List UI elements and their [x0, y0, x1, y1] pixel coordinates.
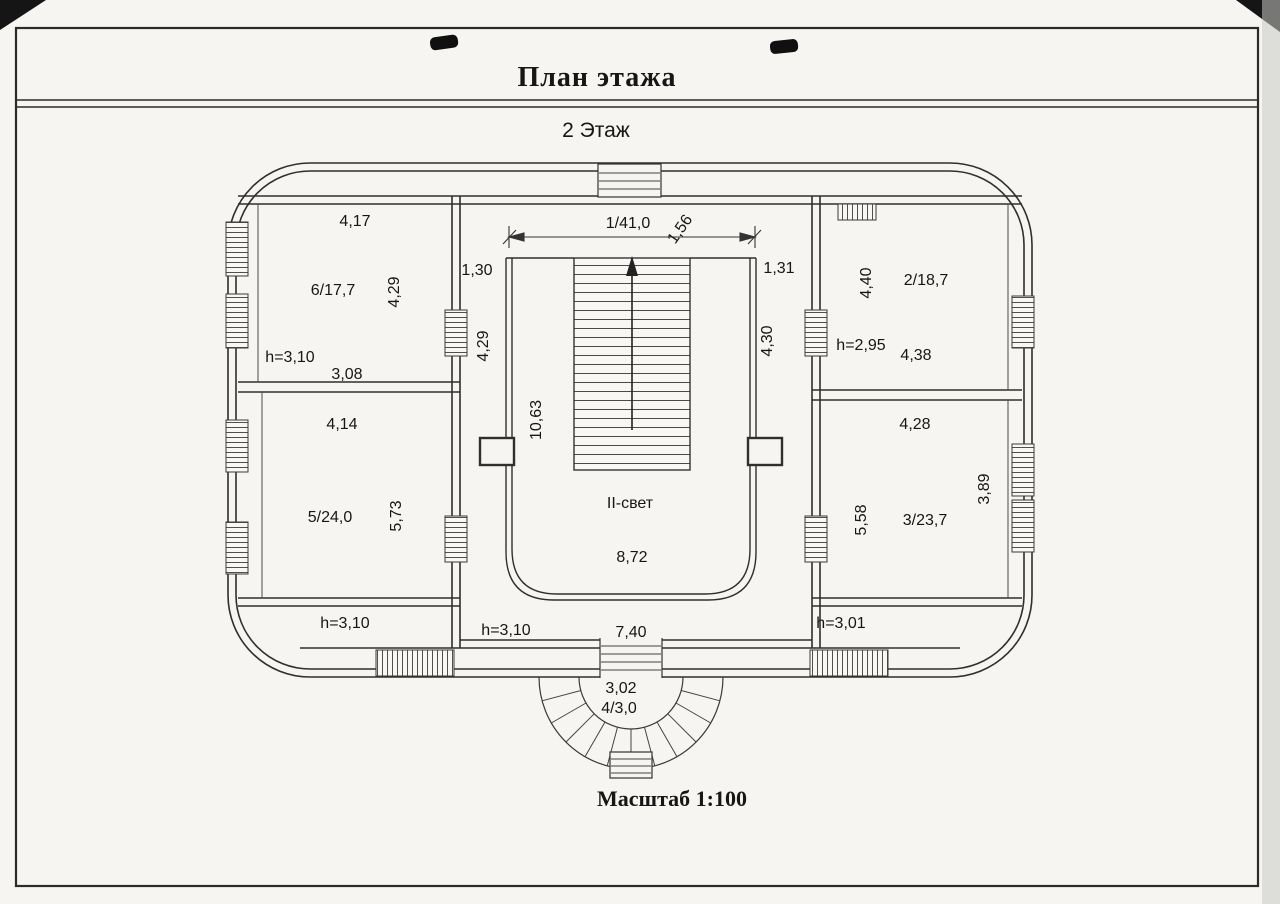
- floor-label: 2 Этаж: [562, 119, 630, 142]
- window: [1011, 443, 1035, 497]
- room6-ceiling-height: h=3,10: [265, 349, 314, 366]
- hall-dim-side-left: 4,29: [475, 330, 492, 361]
- hall-dim-width-bottom: 7,40: [615, 624, 646, 641]
- direction-arrow-head: [626, 256, 638, 276]
- top-landing: [597, 163, 662, 198]
- balcony-bottom-steps: [609, 751, 653, 779]
- room2-dim-bottom: 4,38: [900, 347, 931, 364]
- room5-dim-top: 4,14: [326, 416, 357, 433]
- sheet-frame: [14, 26, 1260, 888]
- balcony-number-area: 4/3,0: [601, 700, 637, 717]
- pillar-left: [478, 436, 516, 467]
- room3-number-area: 3/23,7: [903, 512, 948, 529]
- room3-ceiling-height: h=3,01: [816, 615, 865, 632]
- interior-opening: [444, 309, 468, 357]
- window: [225, 419, 249, 473]
- window: [225, 521, 249, 575]
- window: [1011, 295, 1035, 349]
- staircase: [573, 256, 691, 471]
- hall-dim-length: 10,63: [528, 400, 545, 440]
- room2-dim-left: 4,40: [858, 267, 875, 298]
- shaft-hatch: [837, 203, 877, 221]
- windows: [225, 203, 1035, 677]
- edge-shadow: [1262, 0, 1280, 904]
- window: [1011, 499, 1035, 553]
- bottom-opening-steps: [599, 638, 663, 678]
- room3-dim-top: 4,28: [899, 416, 930, 433]
- room3-dim-left: 5,58: [853, 504, 870, 535]
- french-window: [809, 649, 889, 677]
- hall-number-area: 1/41,0: [606, 215, 651, 232]
- interior-opening: [804, 309, 828, 357]
- window: [225, 293, 249, 349]
- interior-opening: [804, 515, 828, 563]
- room5-ceiling-height: h=3,10: [320, 615, 369, 632]
- scale-label: Масштаб 1:100: [597, 786, 747, 811]
- hall-ceiling-height: h=3,10: [481, 622, 530, 639]
- stairwell-railing: [478, 257, 784, 601]
- hall-dim-width-mid: 8,72: [616, 549, 647, 566]
- hall-dim-gap-left: 1,30: [461, 262, 492, 279]
- french-window: [375, 649, 455, 677]
- room5-number-area: 5/24,0: [308, 509, 353, 526]
- room2-ceiling-height: h=2,95: [836, 337, 885, 354]
- room2-number-area: 2/18,7: [904, 272, 949, 289]
- dimension-line-top: [502, 226, 762, 248]
- window: [225, 221, 249, 277]
- balcony: [538, 676, 724, 779]
- balcony-dim-width: 3,02: [605, 680, 636, 697]
- hall-dim-diag: 1,56: [664, 212, 696, 247]
- room6-dim-top: 4,17: [339, 213, 370, 230]
- hall-dim-side-right: 4,30: [759, 325, 776, 356]
- room6-number-area: 6/17,7: [311, 282, 356, 299]
- room6-dim-right: 4,29: [386, 276, 403, 307]
- punch-mark-left: [429, 34, 459, 51]
- interior-opening: [444, 515, 468, 563]
- hall-dim-gap-right: 1,31: [763, 260, 794, 277]
- pillar-right: [746, 436, 784, 467]
- hall-light-well: II-свет: [607, 495, 654, 512]
- punch-mark-right: [769, 39, 799, 54]
- sheet-title: План этажа: [517, 62, 676, 93]
- room3-dim-right: 3,89: [976, 473, 993, 504]
- room5-dim-right: 5,73: [388, 500, 405, 531]
- corner-smudge-left: [0, 0, 46, 30]
- labels: План этажа 2 Этаж Масштаб 1:100 4,17 6/1…: [265, 62, 993, 811]
- room6-dim-bottom: 3,08: [331, 366, 362, 383]
